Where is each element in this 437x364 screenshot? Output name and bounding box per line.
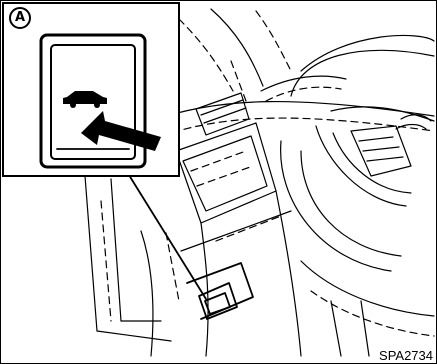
callout-label: A [9,7,31,29]
leader-line [119,159,206,299]
figure-code: SPA2734 [378,348,434,363]
switch-location [187,263,253,319]
